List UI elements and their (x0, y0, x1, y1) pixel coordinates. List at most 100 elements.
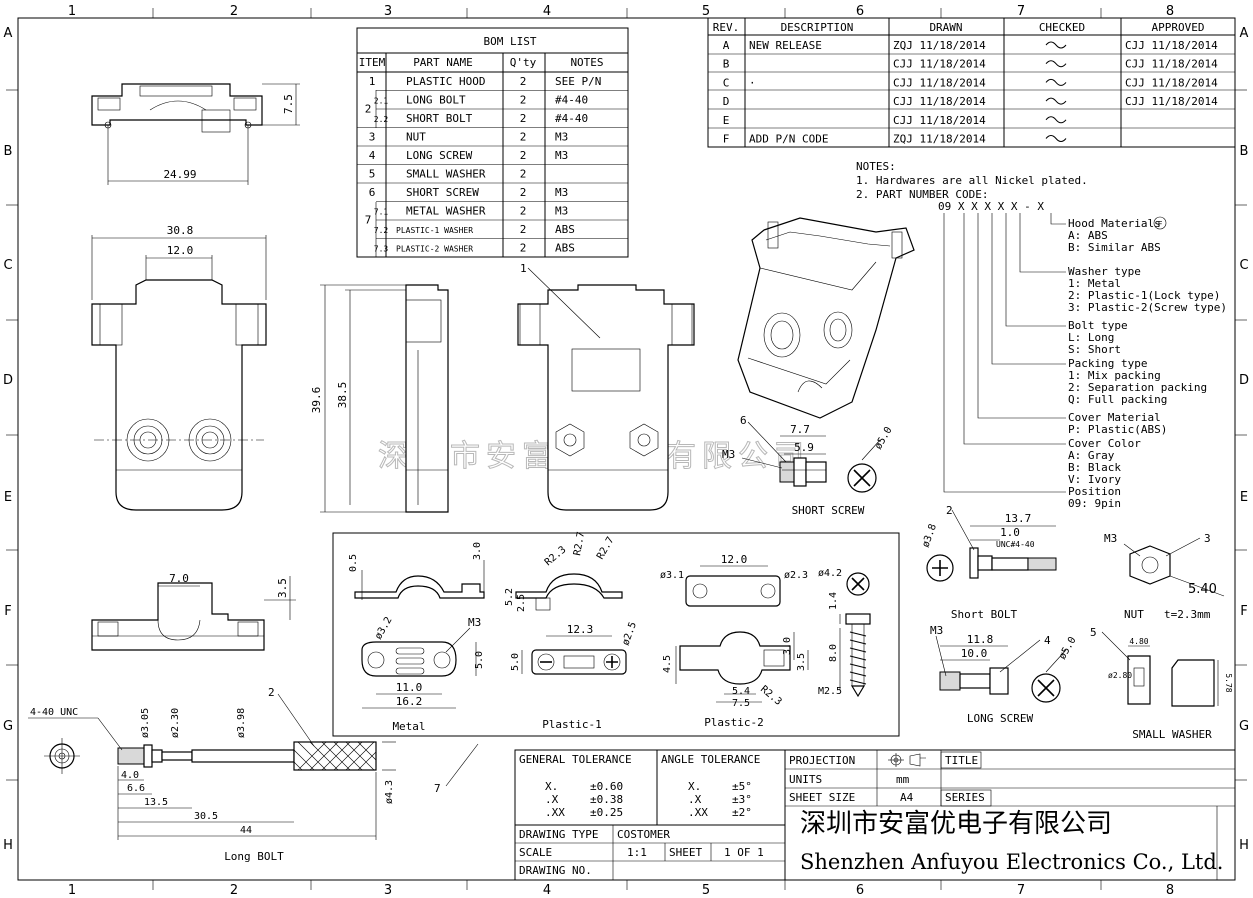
dim-text: UNC#4-40 (996, 540, 1035, 549)
drawing-type-value: COSTOMER (617, 828, 670, 841)
bom-sub-cell: 2.2 (374, 115, 389, 124)
short-bolt-drawing: ø3.8 13.7 1.0 UNC#4-40 2 Short BOLT (920, 504, 1057, 621)
bom-header: NOTES (570, 56, 603, 69)
title-block: GENERAL TOLERANCE ANGLE TOLERANCE X.±0.6… (514, 749, 1236, 881)
col-label: 6 (856, 883, 864, 898)
pn-group-title: Packing type (1068, 357, 1147, 370)
bom-name-cell: PLASTIC-2 WASHER (396, 245, 473, 254)
dim-text: 5.0 (510, 653, 521, 671)
dim-text: 44 (240, 825, 252, 836)
col-label: 7 (1017, 4, 1025, 19)
rev-header: DRAWN (929, 21, 962, 34)
company-name-en: Shenzhen Anfuyou Electronics Co., Ltd. (800, 850, 1223, 874)
bom-name-cell: METAL WASHER (406, 205, 486, 218)
dim-text: 5.78 (1224, 673, 1233, 692)
row-label: D (3, 373, 13, 388)
long-screw-label: LONG SCREW (967, 712, 1034, 725)
bom-item-cell: 4 (369, 149, 376, 162)
pn-option: B: Black (1068, 461, 1121, 474)
ang-tol-key: .X (688, 793, 702, 806)
gen-tol-value: ±0.25 (590, 806, 623, 819)
dim-text: ø3.8 (920, 523, 939, 549)
bom-name-cell: SHORT BOLT (406, 112, 473, 125)
bom-qty-cell: 2 (520, 112, 527, 125)
row-label: G (1239, 719, 1249, 734)
units-label: UNITS (789, 773, 822, 786)
rev-header: CHECKED (1039, 21, 1085, 34)
dim-text: 5.40 (1188, 582, 1217, 597)
dim-text: 3.0 (472, 542, 483, 560)
col-label: 4 (543, 883, 551, 898)
col-label: 7 (1017, 883, 1025, 898)
pn-option: A: Gray (1068, 449, 1115, 462)
checked-signature-icon (1045, 116, 1067, 124)
part-number-code: 09 X X X X X - X (938, 200, 1044, 213)
row-label: F (4, 604, 11, 619)
dim-text: 30.5 (194, 811, 218, 822)
pn-group-title: Cover Color (1068, 437, 1141, 450)
dim-text: 11.8 (967, 633, 994, 646)
dim-text: 1.4 (828, 592, 839, 610)
bom-notes-cell: M3 (555, 205, 568, 218)
dim-text: 7.0 (169, 572, 189, 585)
row-label: E (1240, 490, 1248, 505)
dim-text: ø4.3 (384, 780, 395, 804)
ang-tol-title: ANGLE TOLERANCE (661, 753, 760, 766)
small-washer-drawing: 4.80 ø2.80 5 5.78 SMALL WASHER (1090, 626, 1233, 741)
pn-group-title: Washer type (1068, 265, 1141, 278)
row-label: B (4, 144, 13, 159)
balloon-2b: 2 (268, 686, 275, 699)
ang-tol-value: ±5° (732, 780, 752, 793)
checked-signature-icon (1045, 135, 1067, 142)
rev-header: DESCRIPTION (781, 21, 854, 34)
rev-cell: E (723, 114, 730, 127)
dim-text: ø3.1 (660, 570, 684, 581)
balloon-7: 7 (434, 782, 441, 795)
bom-header: Q'ty (510, 56, 537, 69)
metal-label: Metal (392, 720, 425, 733)
short-screw-label: SHORT SCREW (792, 504, 865, 517)
col-label: 5 (702, 4, 710, 19)
dim-text: 12.0 (721, 553, 748, 566)
bom-qty-cell: 2 (520, 186, 527, 199)
dim-text: 11.0 (396, 681, 423, 694)
ang-tol-value: ±2° (732, 806, 752, 819)
notes-line: 2. PART NUMBER CODE: (856, 188, 988, 201)
pn-badge: F (1158, 220, 1163, 229)
checked-signature-icon (1045, 78, 1067, 86)
hood-back-view: 1 (517, 262, 695, 511)
zone-grid: 1 2 3 4 5 6 7 8 1 2 3 4 5 6 7 8 A B C D … (3, 4, 1249, 898)
dim-text: t=2.3mm (1164, 608, 1211, 621)
dim-text: ø2.30 (170, 708, 181, 738)
bom-name-cell: LONG BOLT (406, 94, 466, 107)
dim-text: 24.99 (163, 168, 196, 181)
dim-text: ø5.0 (873, 425, 895, 451)
title-label: TITLE (945, 754, 978, 767)
dim-text: 10.0 (961, 647, 988, 660)
row-label: A (4, 26, 13, 41)
pn-option: V: Ivory (1068, 473, 1121, 486)
pn-option: 1: Metal (1068, 277, 1121, 290)
pn-option: 2: Separation packing (1068, 381, 1207, 394)
long-screw-drawing: 11.8 10.0 M3 4 ø5.0 LONG SCREW (930, 624, 1079, 725)
units-value: mm (896, 773, 910, 786)
bom-notes-cell: #4-40 (555, 112, 588, 125)
pn-option: A: ABS (1068, 229, 1108, 242)
dim-text: 13.7 (1005, 512, 1032, 525)
rev-drawn-cell: CJJ 11/18/2014 (893, 114, 986, 127)
dim-text: 3.0 (782, 637, 793, 655)
row-label: C (1239, 258, 1248, 273)
dim-text: 39.6 (310, 387, 323, 414)
dim-text: ø4.2 (818, 568, 842, 579)
balloon-4: 4 (1044, 634, 1051, 647)
pn-option: B: Similar ABS (1068, 241, 1161, 254)
col-label: 3 (384, 883, 392, 898)
dim-text: ø2.80 (1108, 671, 1132, 680)
rev-approved-cell: CJJ 11/18/2014 (1125, 76, 1218, 89)
balloon-6: 6 (740, 414, 747, 427)
notes-title: NOTES: (856, 160, 896, 173)
dim-text: M3 (722, 448, 735, 461)
rev-drawn-cell: ZQJ 11/18/2014 (893, 39, 986, 52)
dim-text: 12.3 (567, 623, 594, 636)
